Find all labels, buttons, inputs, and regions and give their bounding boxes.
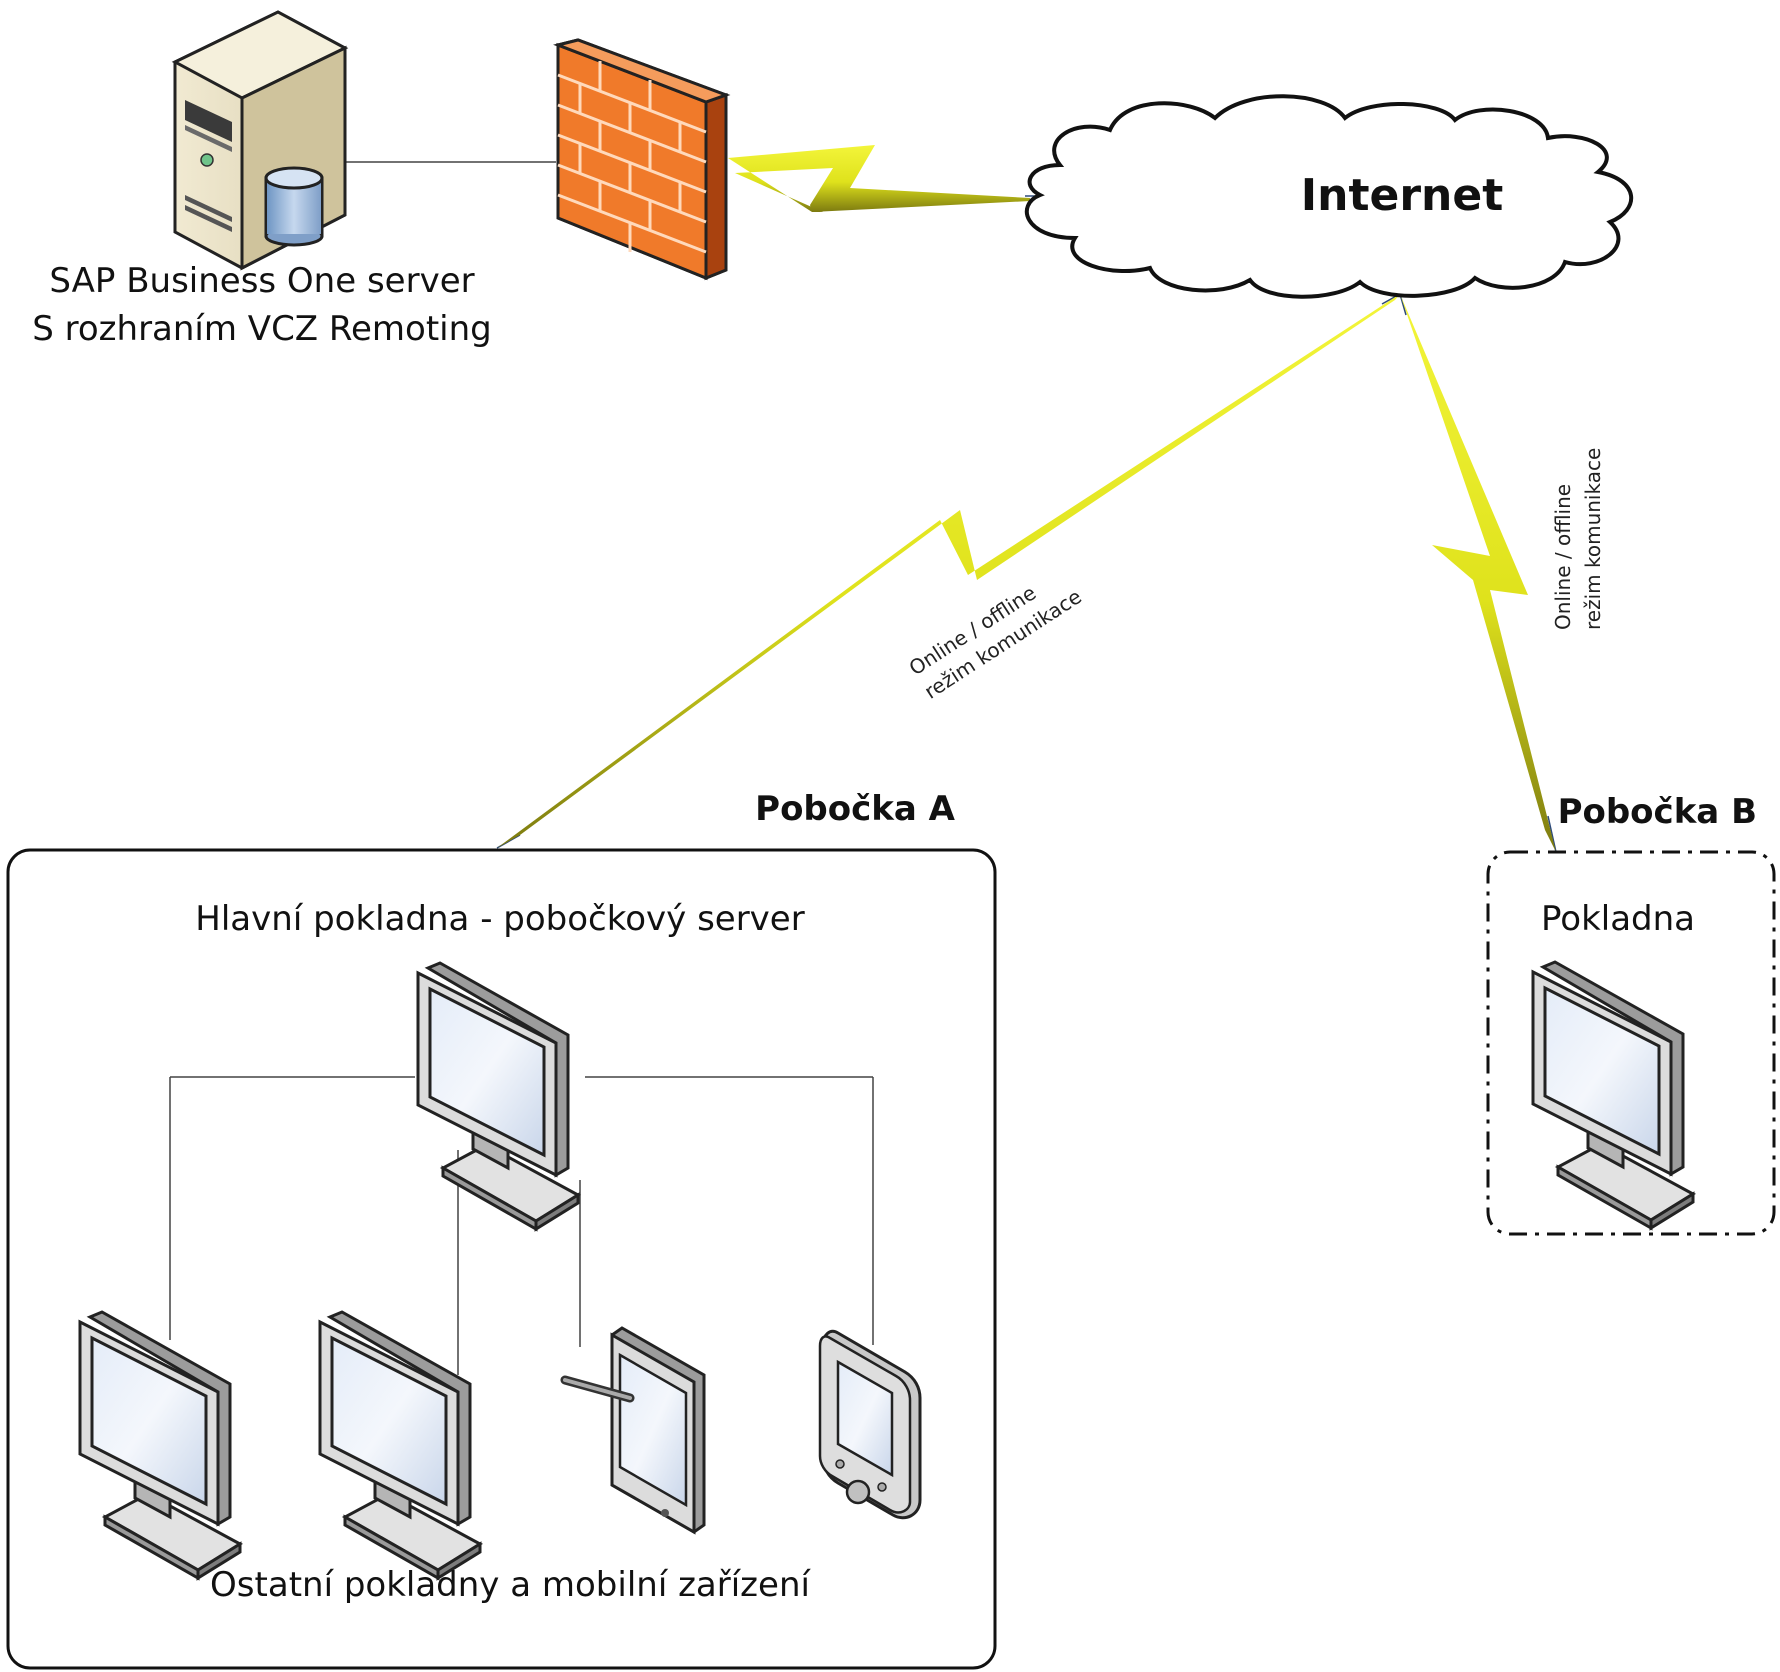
branch-b-pos-label: Pokladna [1541,899,1695,939]
pos-monitor-icon-1 [78,1310,242,1580]
server-label-line2: S rozhraním VCZ Remoting [32,309,492,349]
branch-a-others-label: Ostatní pokladny a mobilní zařízení [210,1565,811,1605]
tablet-icon [560,1326,706,1535]
main-pos-monitor-icon [416,961,580,1231]
branch-b-box [1486,850,1776,1236]
branch-b-pos-monitor-icon [1531,960,1695,1230]
link-label-b-line2: režim komunikace [1581,448,1605,630]
branch-a-main-label: Hlavní pokladna - pobočkový server [195,899,804,939]
database-icon [264,166,324,247]
branch-a-title: Pobočka A [755,789,956,829]
link-label-a: Online / offline režim komunikace [905,581,1086,704]
pos-monitor-icon-2 [318,1310,482,1580]
connections [169,161,1557,1375]
firewall-icon [553,38,731,281]
branch-b-title: Pobočka B [1558,792,1757,832]
pda-icon [818,1329,922,1520]
link-label-b-line1: Online / offline [1551,484,1575,630]
server-label-line1: SAP Business One server [49,261,474,301]
branch-a-box [6,848,997,1670]
internet-label: Internet [1301,170,1503,221]
lightning-link-icon [497,145,1556,852]
link-label-b: Online / offline režim komunikace [1551,448,1605,630]
cloud-icon [1024,94,1634,299]
